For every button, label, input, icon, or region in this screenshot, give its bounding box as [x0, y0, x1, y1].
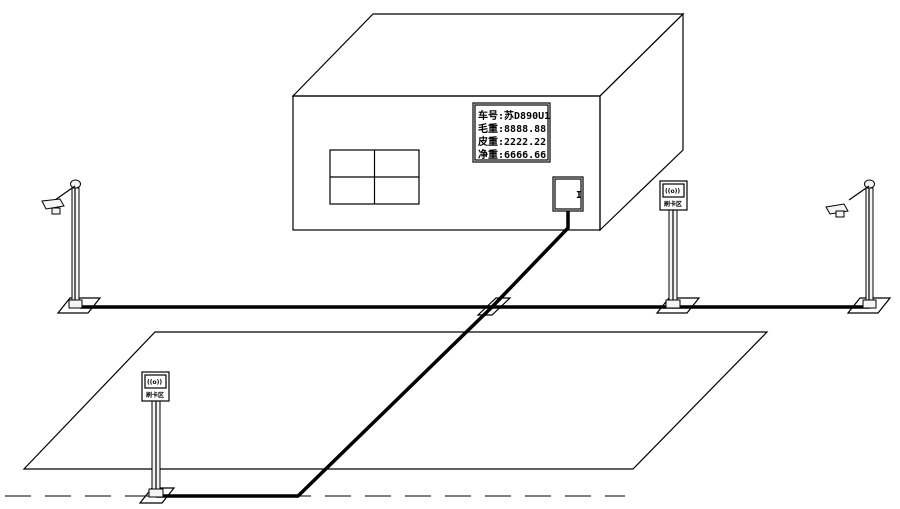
camera-icon: [825, 203, 849, 218]
card-reader-icon: ((o)) 刷卡区: [141, 371, 170, 402]
cable-from-building: [490, 211, 570, 309]
card-reader-upper: ((o)) 刷卡区: [655, 180, 701, 314]
window-icon: [329, 149, 420, 205]
cable-junction-box: [476, 297, 512, 316]
control-building: 车号:苏D890U1 毛重:8888.88 皮重:2222.22 净重:6666…: [291, 12, 685, 232]
camera-pole-right: [825, 179, 892, 314]
camera-pole-left: [41, 179, 102, 314]
building-side-face: [599, 12, 684, 232]
card-reader-symbol: ((o)): [665, 188, 680, 195]
weighbridge-platform: [22, 331, 769, 470]
card-reader-label: 刷卡区: [146, 391, 164, 399]
cable-to-lower-reader: [156, 305, 494, 498]
door-label: I: [576, 190, 582, 201]
display-line-net: 净重:6666.66: [478, 148, 546, 161]
card-reader-lower: ((o)) 刷卡区: [138, 371, 176, 504]
door-icon: I: [552, 176, 584, 212]
cable-lines: [80, 211, 870, 498]
building-front-face: [292, 95, 601, 231]
display-line-plate: 车号:苏D890U1: [478, 109, 550, 122]
building-top-face: [291, 13, 685, 97]
card-reader-label: 刷卡区: [664, 200, 682, 208]
camera-icon: [41, 198, 65, 215]
card-reader-icon: ((o)) 刷卡区: [659, 180, 688, 211]
display-line-gross: 毛重:8888.88: [478, 122, 546, 135]
card-reader-symbol: ((o)): [147, 379, 162, 386]
display-line-tare: 皮重:2222.22: [477, 135, 546, 148]
weight-display-panel: 车号:苏D890U1 毛重:8888.88 皮重:2222.22 净重:6666…: [472, 102, 551, 163]
